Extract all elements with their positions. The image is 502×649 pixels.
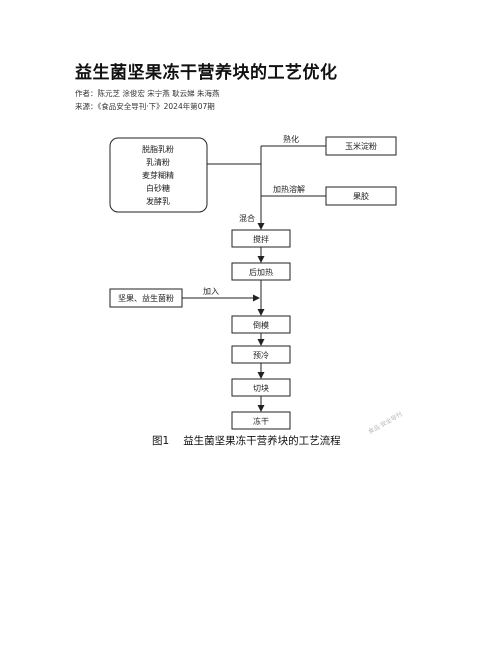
ingredient-item: 脱脂乳粉	[142, 144, 174, 154]
svg-text:后加热: 后加热	[249, 267, 273, 277]
ingredients-box: 脱脂乳粉 乳清粉 麦芽糊精 白砂糖 发酵乳	[109, 137, 208, 213]
svg-text:坚果、益生菌粉: 坚果、益生菌粉	[118, 293, 174, 303]
step-box: 搅拌	[231, 229, 291, 248]
figure-caption: 图1 益生菌坚果冻干营养块的工艺流程	[152, 433, 341, 448]
label-heat-dissolve: 加热溶解	[273, 184, 305, 194]
article-authors: 作者：陈元芝 涂俊宏 宋宁燕 耿云娣 朱海燕	[75, 89, 220, 98]
step-box: 预冷	[231, 345, 291, 364]
step-box: 后加热	[231, 262, 291, 281]
label-cure: 熟化	[283, 134, 299, 144]
label-mix: 混合	[239, 213, 255, 223]
ingredient-item: 麦芽糊精	[142, 170, 174, 180]
ingredient-item: 乳清粉	[146, 157, 170, 167]
svg-text:预冷: 预冷	[253, 350, 269, 360]
svg-text:搅拌: 搅拌	[253, 234, 269, 244]
article-source: 来源：《食品安全导刊·下》2024年第07期	[75, 102, 215, 111]
ingredient-item: 发酵乳	[146, 196, 170, 206]
step-box: 切块	[231, 378, 291, 397]
nuts-probiotic-box: 坚果、益生菌粉	[109, 288, 183, 308]
corn-starch-box: 玉米淀粉	[325, 136, 397, 156]
caption-text: 益生菌坚果冻干营养块的工艺流程	[183, 435, 341, 447]
step-box: 冻干	[231, 411, 291, 430]
svg-text:倒模: 倒模	[253, 320, 269, 330]
svg-text:果胶: 果胶	[353, 191, 369, 201]
label-add: 加入	[203, 286, 219, 296]
step-box: 倒模	[231, 315, 291, 334]
svg-text:冻干: 冻干	[253, 416, 269, 426]
svg-text:切块: 切块	[253, 383, 269, 393]
caption-number: 图1	[152, 435, 170, 447]
svg-text:玉米淀粉: 玉米淀粉	[345, 141, 377, 151]
article-title: 益生菌坚果冻干营养块的工艺优化	[75, 63, 338, 83]
pectin-box: 果胶	[325, 186, 397, 206]
ingredient-item: 白砂糖	[146, 183, 170, 193]
